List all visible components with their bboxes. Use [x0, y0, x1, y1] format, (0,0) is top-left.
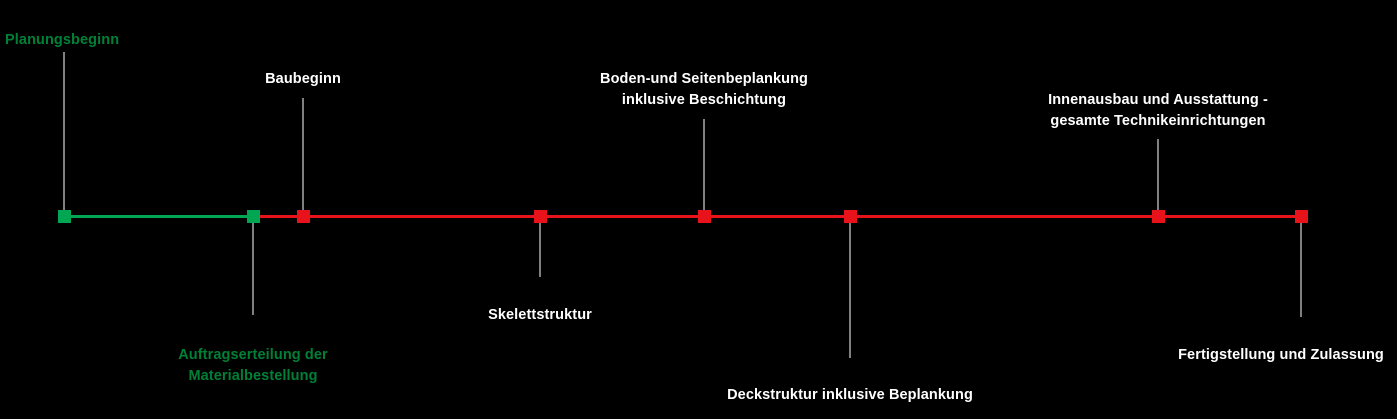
- connector-boden-seitenbeplankung: [703, 119, 705, 215]
- axis-segment-planning-phase: [64, 215, 253, 218]
- axis-segment-construction-phase: [253, 215, 1300, 218]
- connector-innenausbau: [1157, 139, 1159, 215]
- milestone-label-planungsbeginn: Planungsbeginn: [5, 32, 120, 48]
- connector-skelettstruktur: [539, 221, 541, 277]
- milestone-label-innenausbau: Innenausbau und Ausstattung - gesamte Te…: [1048, 92, 1268, 130]
- milestone-label-boden-seitenbeplankung: Boden-und Seitenbeplankung inklusive Bes…: [599, 71, 809, 109]
- connector-baubeginn: [302, 98, 304, 215]
- milestone-label-deckstruktur: Deckstruktur inklusive Beplankung: [727, 387, 973, 403]
- milestone-marker-auftragserteilung[interactable]: [247, 210, 260, 223]
- milestone-marker-baubeginn[interactable]: [297, 210, 310, 223]
- milestone-label-fertigstellung: Fertigstellung und Zulassung: [1178, 347, 1384, 363]
- milestone-label-baubeginn: Baubeginn: [265, 71, 341, 87]
- milestone-marker-planungsbeginn[interactable]: [58, 210, 71, 223]
- milestone-marker-fertigstellung[interactable]: [1295, 210, 1308, 223]
- milestone-label-auftragserteilung: Auftragserteilung der Materialbestellung: [178, 347, 328, 385]
- connector-deckstruktur: [849, 221, 851, 358]
- milestone-marker-deckstruktur[interactable]: [844, 210, 857, 223]
- connector-planungsbeginn: [63, 52, 65, 215]
- connector-fertigstellung: [1300, 221, 1302, 317]
- milestone-label-skelettstruktur: Skelettstruktur: [488, 307, 592, 323]
- milestone-marker-skelettstruktur[interactable]: [534, 210, 547, 223]
- milestone-marker-boden-seitenbeplankung[interactable]: [698, 210, 711, 223]
- connector-auftragserteilung: [252, 221, 254, 315]
- milestone-marker-innenausbau[interactable]: [1152, 210, 1165, 223]
